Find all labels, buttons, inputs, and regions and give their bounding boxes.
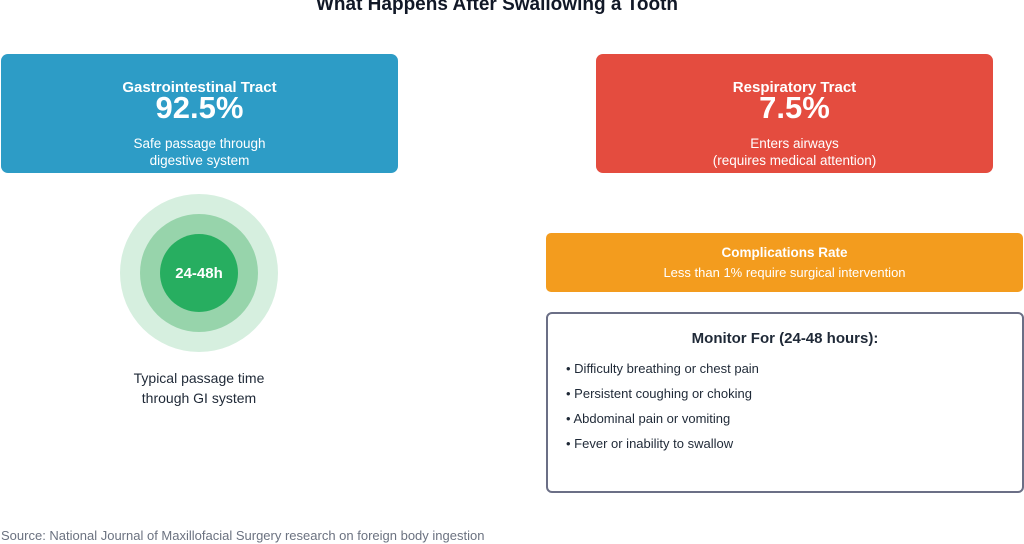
passage-caption-line1: Typical passage time <box>133 370 265 386</box>
monitor-item: • Persistent coughing or choking <box>566 386 752 401</box>
passage-caption-line2: through GI system <box>141 390 257 406</box>
gi-tract-description: Safe passage through digestive system <box>1 135 398 169</box>
complications-heading: Complications Rate <box>721 245 848 260</box>
complications-description: Less than 1% require surgical interventi… <box>663 265 906 280</box>
complications-card: Complications Rate Less than 1% require … <box>546 233 1023 292</box>
source-note: Source: National Journal of Maxillofacia… <box>1 528 485 543</box>
monitor-heading: Monitor For (24-48 hours): <box>691 330 879 347</box>
monitor-item: • Abdominal pain or vomiting <box>566 411 731 426</box>
monitor-panel: Monitor For (24-48 hours): • Difficulty … <box>546 312 1024 493</box>
gi-tract-desc-line2: digestive system <box>149 153 250 168</box>
monitor-list: • Difficulty breathing or chest pain • P… <box>566 360 759 460</box>
passage-time-rings: 24-48h <box>120 194 278 352</box>
passage-time-label: 24-48h <box>175 264 223 282</box>
gi-tract-desc-line1: Safe passage through <box>133 136 266 151</box>
respiratory-desc-line1: Enters airways <box>750 136 839 151</box>
respiratory-tract-heading: Respiratory Tract <box>732 79 857 96</box>
respiratory-tract-description: Enters airways (requires medical attenti… <box>596 135 993 169</box>
inner-ring: 24-48h <box>160 234 238 312</box>
gi-tract-card: Gastrointestinal Tract 92.5% Safe passag… <box>1 54 398 173</box>
respiratory-tract-card: Respiratory Tract 7.5% Enters airways (r… <box>596 54 993 173</box>
gi-tract-heading: Gastrointestinal Tract <box>122 79 277 96</box>
monitor-item: • Fever or inability to swallow <box>566 436 734 451</box>
respiratory-tract-percent: 7.5% <box>759 90 830 125</box>
respiratory-desc-line2: (requires medical attention) <box>712 153 877 168</box>
page-title: What Happens After Swallowing a Tooth <box>315 0 679 15</box>
monitor-item: • Difficulty breathing or chest pain <box>566 361 759 376</box>
gi-tract-percent: 92.5% <box>155 90 244 125</box>
passage-time-caption: Typical passage time through GI system <box>99 368 299 408</box>
